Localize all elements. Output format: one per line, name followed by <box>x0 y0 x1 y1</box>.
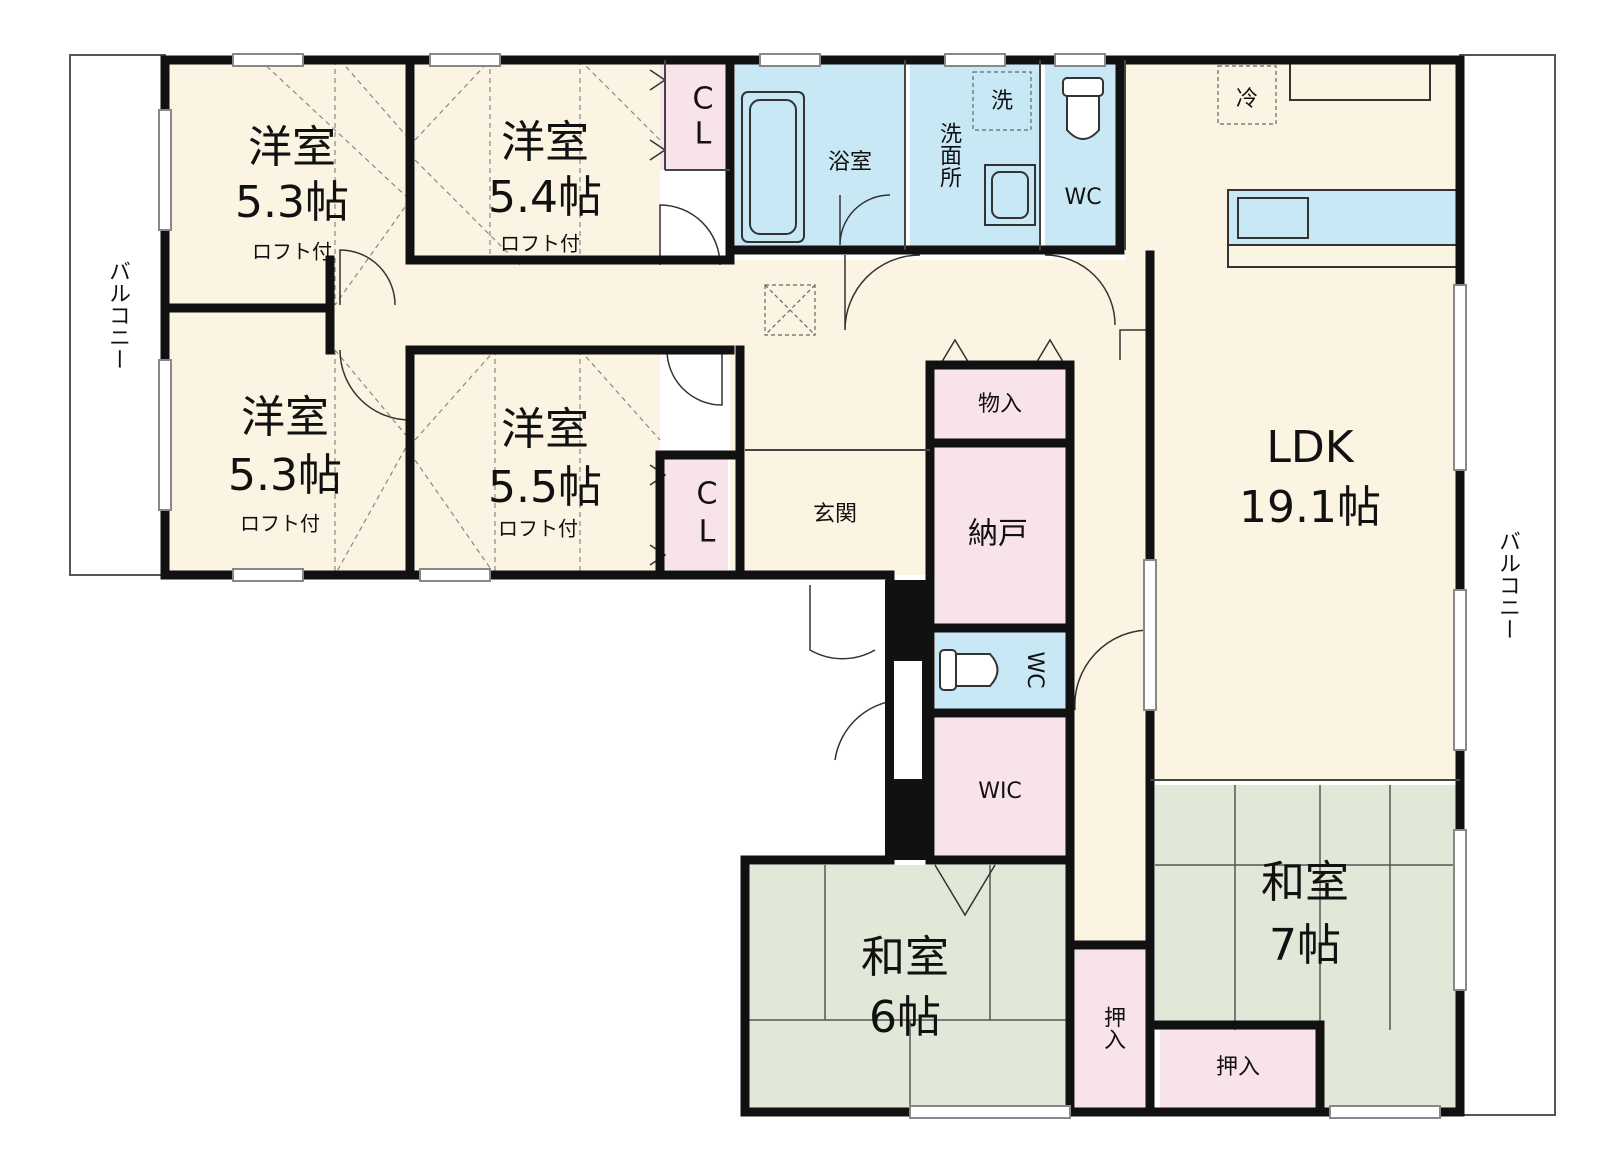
balcony-right <box>1459 54 1556 1116</box>
toilet-mid-icon <box>939 649 999 691</box>
oshiire-1-floor <box>1075 950 1150 1110</box>
washroom-label: 洗面所 <box>936 122 962 188</box>
oshiire-2-floor <box>1160 1030 1320 1110</box>
bath-label: 浴室 <box>828 150 872 175</box>
fridge-icon <box>1217 65 1277 125</box>
nando-floor <box>935 445 1070 625</box>
western-room-1-loft: ロフト付 <box>252 240 332 264</box>
western-room-1-name: 洋室 <box>248 122 336 173</box>
closet-1-label-c: C <box>693 82 714 117</box>
western-room-3-loft: ロフト付 <box>240 512 320 536</box>
hatch-mark-icon <box>764 284 816 336</box>
nando-label: 納戸 <box>968 517 1028 552</box>
ldk-size: 19.1帖 <box>1239 482 1381 533</box>
closet-1-label-l: L <box>695 117 712 152</box>
western-room-4-name: 洋室 <box>501 404 589 455</box>
oshiire-1-label: 押入 <box>1100 1006 1126 1050</box>
walls <box>160 55 1465 1117</box>
sink-icon <box>984 164 1036 226</box>
japanese-room-2-size: 7帖 <box>1269 920 1341 971</box>
japanese-room-2-floor-b <box>1320 1030 1460 1110</box>
loft-dashed-lines <box>259 59 661 576</box>
wic-label: WIC <box>978 779 1022 804</box>
western-room-2-loft: ロフト付 <box>500 232 580 256</box>
western-room-2-floor <box>415 60 660 265</box>
kitchen-counter-icon <box>1227 61 1461 268</box>
wc-top-label: WC <box>1064 185 1101 210</box>
japanese-room-2-name: 和室 <box>1261 857 1349 908</box>
storage-label: 物入 <box>978 392 1022 417</box>
western-room-4-floor <box>415 350 660 575</box>
western-room-1-size: 5.3帖 <box>235 177 349 228</box>
japanese-room-1-size: 6帖 <box>869 992 941 1043</box>
oshiire-2-label: 押入 <box>1216 1055 1260 1080</box>
ldk-name: LDK <box>1266 422 1354 473</box>
thin-walls <box>664 60 1460 781</box>
western-room-3-name: 洋室 <box>241 392 329 443</box>
wc-mid-label: WC <box>1022 651 1047 688</box>
ldk-floor <box>1125 60 1460 780</box>
entrance-label: 玄関 <box>813 502 857 527</box>
toilet-top-icon <box>1062 77 1104 140</box>
washer-label: 洗 <box>991 89 1013 114</box>
western-room-2-size: 5.4帖 <box>488 172 602 223</box>
balcony-left-label: バルコニー <box>105 260 130 370</box>
western-room-4-loft: ロフト付 <box>498 517 578 541</box>
western-room-3-size: 5.3帖 <box>228 450 342 501</box>
triangle-markers <box>649 69 1066 917</box>
storage-floor <box>935 365 1070 440</box>
closet-2-label-c: C <box>697 477 718 512</box>
japanese-room-1-name: 和室 <box>861 932 949 983</box>
balcony-right-label: バルコニー <box>1495 530 1520 640</box>
windows <box>158 53 1467 1119</box>
pillar-window <box>892 659 924 781</box>
western-room-4-size: 5.5帖 <box>488 462 602 513</box>
japanese-room-1-floor <box>745 865 1070 1110</box>
closet-2-floor <box>660 455 728 570</box>
washer-icon <box>972 71 1032 131</box>
western-room-2-name: 洋室 <box>501 117 589 168</box>
washroom-floor <box>910 60 1040 250</box>
wic-floor <box>935 718 1070 858</box>
entrance-floor <box>745 455 925 570</box>
closet-2-label-l: L <box>699 515 716 550</box>
closet-1-floor <box>660 60 728 170</box>
bathtub-icon <box>741 91 805 243</box>
japanese-room-2-floor <box>1155 785 1460 1030</box>
fridge-label: 冷 <box>1236 87 1258 112</box>
tatami-lines <box>745 785 1460 1110</box>
balcony-left <box>69 54 166 576</box>
